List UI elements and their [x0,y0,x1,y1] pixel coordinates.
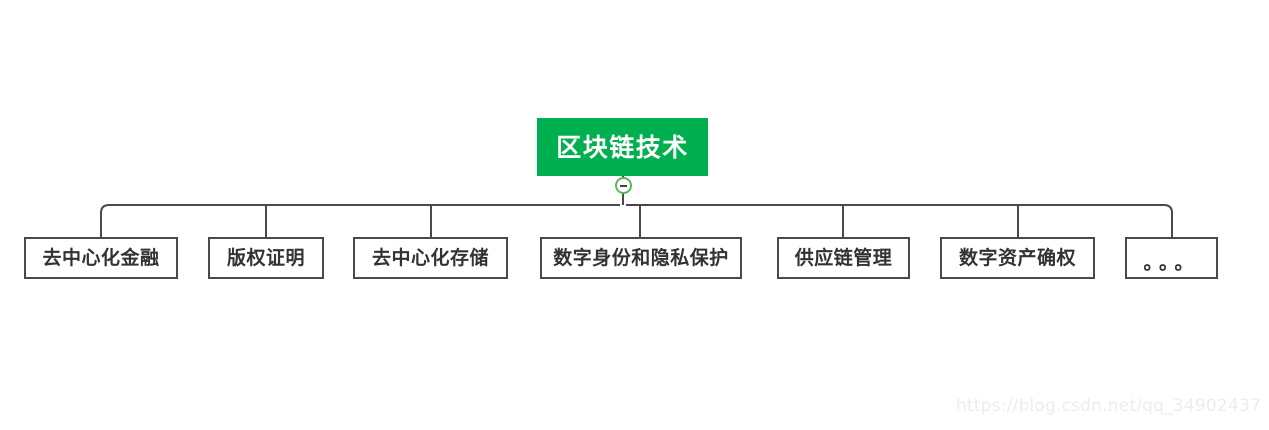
child-node[interactable]: 数字身份和隐私保护 [540,237,742,279]
child-node[interactable]: 数字资产确权 [940,237,1095,279]
watermark-text: https://blog.csdn.net/qq_34902437 [955,396,1261,416]
child-node-label: 版权证明 [226,246,305,269]
child-node[interactable]: 版权证明 [208,237,324,279]
connector-path [100,204,110,237]
connector-path [1163,204,1173,237]
root-node[interactable]: 区块链技术 [537,118,708,176]
child-node-label: 数字身份和隐私保护 [553,246,729,269]
child-node-label: 供应链管理 [794,246,893,269]
minus-circle-icon[interactable] [615,177,632,194]
child-node-label: 去中心化存储 [371,246,489,269]
child-node-label: 去中心化金融 [42,246,160,269]
child-node[interactable]: 去中心化金融 [24,237,178,279]
minus-glyph [620,184,627,187]
child-node[interactable]: 供应链管理 [777,237,910,279]
child-node-label: 数字资产确权 [958,246,1076,269]
child-node[interactable]: 。。。 [1125,237,1218,279]
root-node-label: 区块链技术 [556,132,689,162]
child-node[interactable]: 去中心化存储 [353,237,508,279]
child-node-label: 。。。 [1143,251,1200,274]
